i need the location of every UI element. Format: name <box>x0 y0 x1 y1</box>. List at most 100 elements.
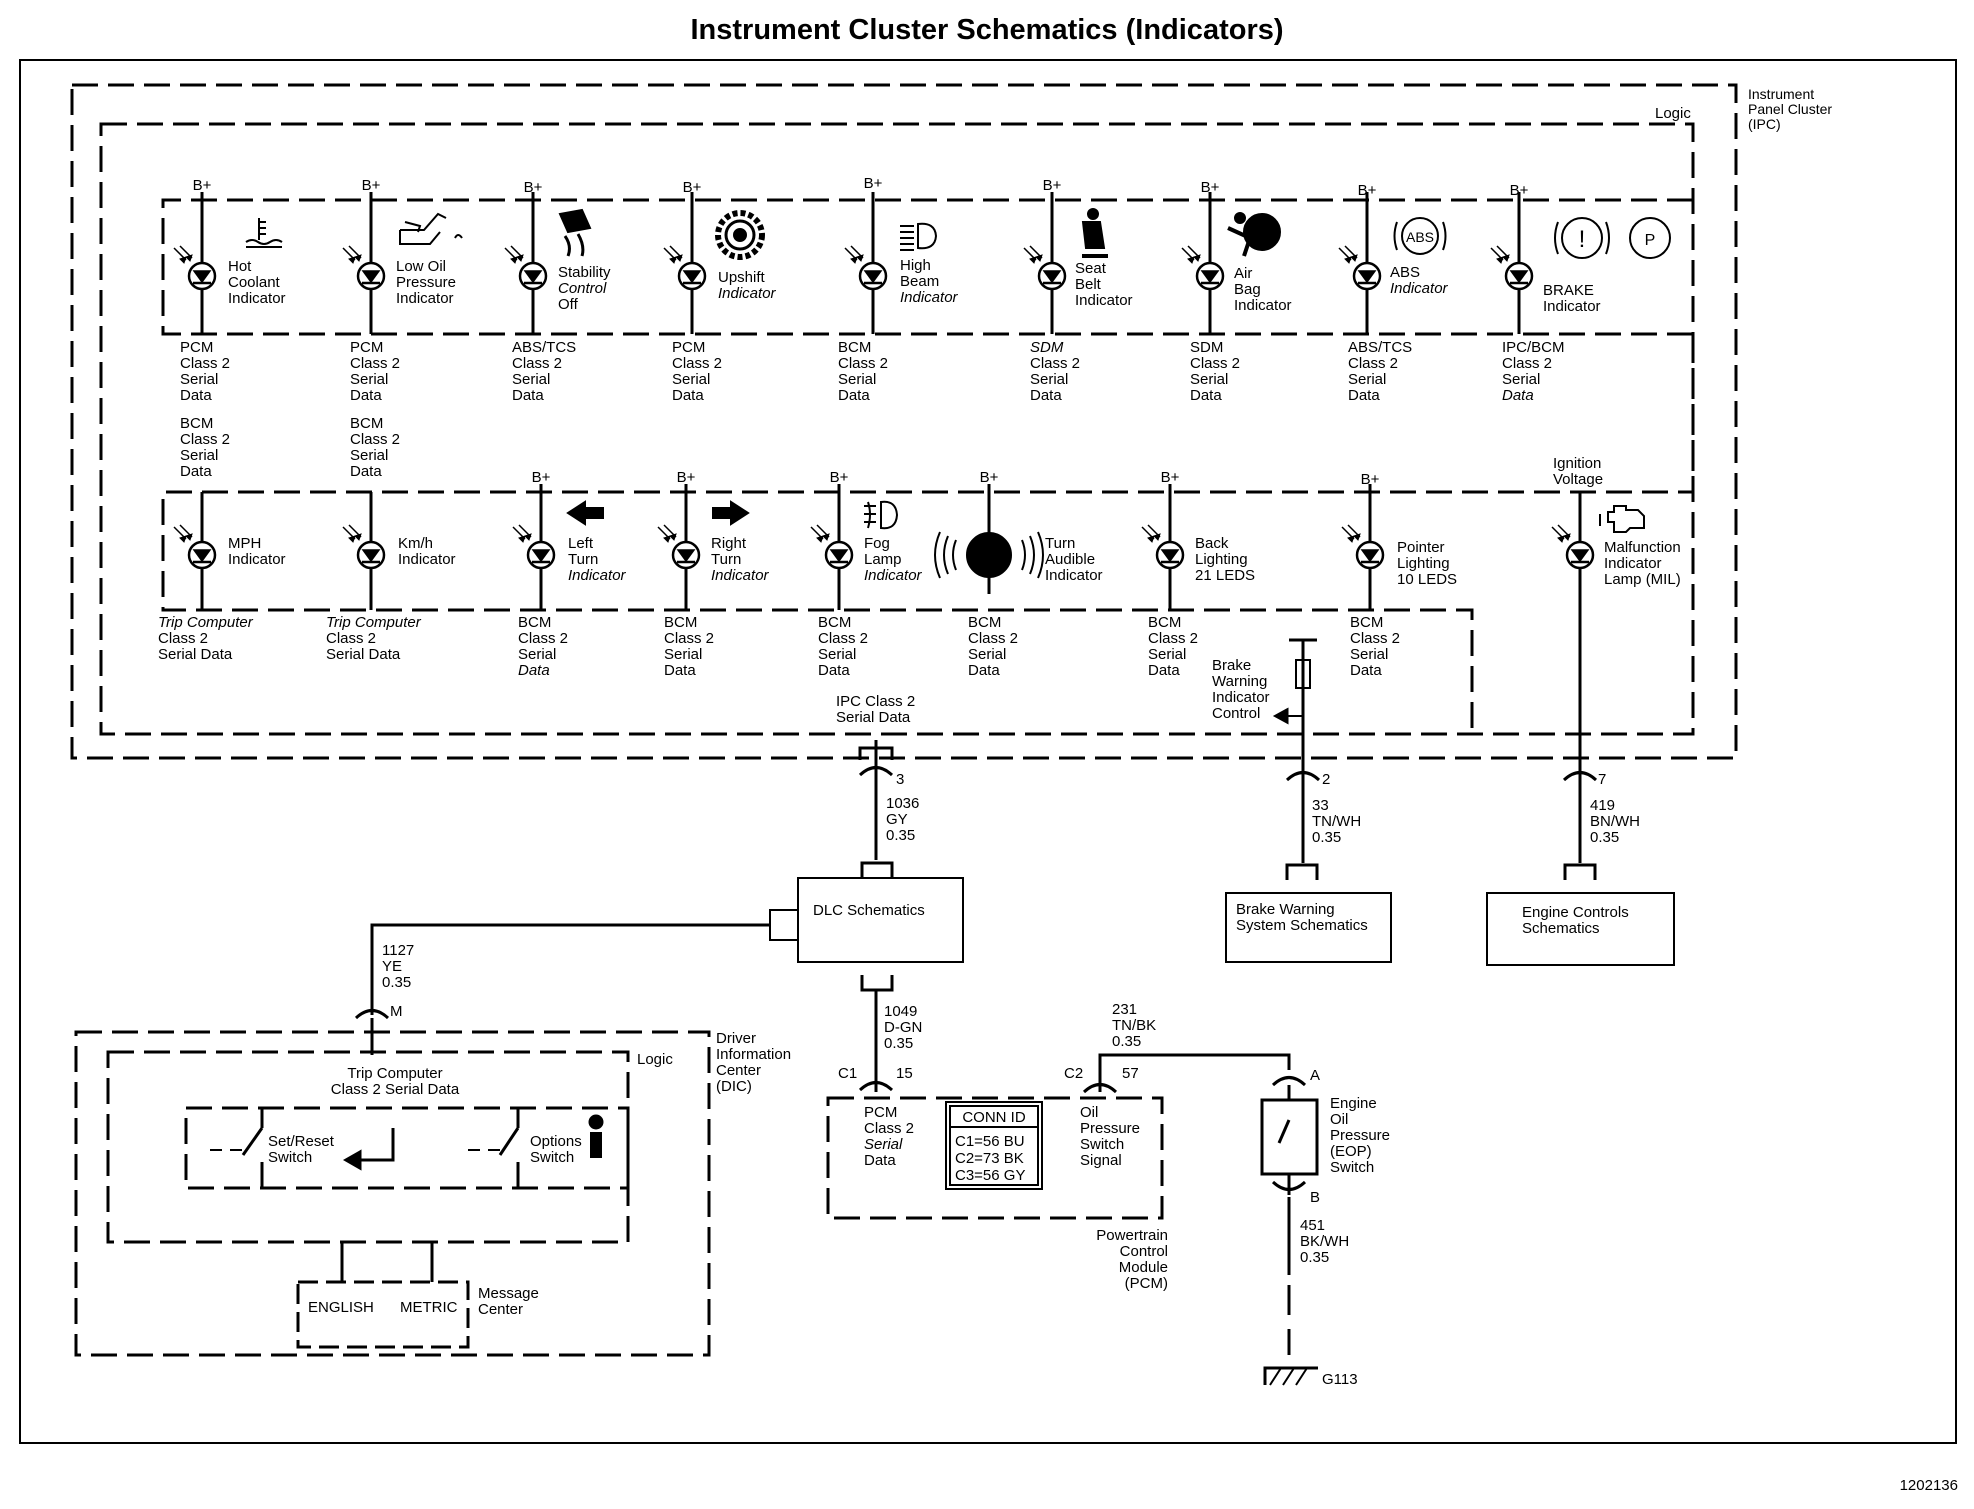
indicator-source-1-line-3: Serial <box>180 371 218 388</box>
indicator-source-7-line-3: Serial <box>1190 371 1228 388</box>
indicator2-source-5-line-3: Serial <box>818 646 856 663</box>
b-plus-row1-9: B+ <box>1510 182 1529 199</box>
ipc-label-line-2: Panel Cluster <box>1748 101 1832 117</box>
indicator-source-5-line-1: BCM <box>838 339 871 356</box>
indicator-source-2-line-3: Serial <box>350 371 388 388</box>
skidding-car-icon <box>558 208 592 257</box>
indicator-name-3-line-1: Stability <box>558 264 611 281</box>
coolant-temperature-icon <box>245 218 283 248</box>
circuit-231-line-1: 231 <box>1112 1001 1137 1018</box>
engine-ref-label-line-1: Engine Controls <box>1522 904 1629 921</box>
indicator2-source-4-line-4: Data <box>664 662 696 679</box>
abs-icon: ABS <box>1393 217 1447 255</box>
b-plus-row2-7: B+ <box>1161 469 1180 486</box>
engine-ref-label-line-2: Schematics <box>1522 920 1600 937</box>
indicator2-source-4-line-1: BCM <box>664 614 697 631</box>
pin-wB: B <box>1310 1189 1320 1206</box>
indicator2-name-9-line-2: Indicator <box>1604 555 1662 572</box>
indicator-name-9-line-2: Indicator <box>1543 298 1601 315</box>
indicator-row2-outline <box>161 337 1695 733</box>
led-air-bag-row1 <box>1181 245 1225 291</box>
circuit-1127-line-3: 0.35 <box>382 974 411 991</box>
indicator-source-1-line-4: Data <box>180 387 212 404</box>
indicator-source-3-line-3: Serial <box>512 371 550 388</box>
circuit-1049-line-2: D-GN <box>884 1019 922 1036</box>
indicator-source-3-line-4: Data <box>512 387 544 404</box>
brake-ref-label-line-1: Brake Warning <box>1236 901 1335 918</box>
conn-id-values-line-2: C2=73 BK <box>955 1150 1024 1167</box>
circuit-1127-line-2: YE <box>382 958 402 975</box>
set-reset-switch-label-line-2: Switch <box>268 1149 312 1166</box>
indicator-source-2-line-4: Data <box>350 387 382 404</box>
conn-w57: C2 <box>1064 1065 1083 1082</box>
indicator-name-2-line-1: Low Oil <box>396 258 446 275</box>
indicator-source-9-line-1: IPC/BCM <box>1502 339 1565 356</box>
led-row2-4 <box>657 524 701 570</box>
indicator-name-5-line-2: Beam <box>900 273 939 290</box>
indicator-source-5-line-4: Data <box>838 387 870 404</box>
indicator2-name-5-line-2: Lamp <box>864 551 902 568</box>
circuit-33-line-3: 0.35 <box>1312 829 1341 846</box>
indicator2-source-2-line-3: Serial Data <box>326 646 401 663</box>
indicator-source-3-line-1: ABS/TCS <box>512 339 576 356</box>
indicator2-source-1-line-3: Serial Data <box>158 646 233 663</box>
indicator2-source-6-line-4: Data <box>968 662 1000 679</box>
led-seat-belt-row1 <box>1023 245 1067 291</box>
circuit-1036-line-2: GY <box>886 811 908 828</box>
indicator-source-8-line-4: Data <box>1348 387 1380 404</box>
indicator-row1-outline <box>161 198 1693 336</box>
b-plus-row2-8: B+ <box>1361 471 1380 488</box>
indicator2-name-1-line-1: MPH <box>228 535 261 552</box>
indicator-name-1-line-2: Coolant <box>228 274 281 291</box>
metric-label: METRIC <box>400 1299 458 1316</box>
indicator-source-b-2-line-1: BCM <box>350 415 383 432</box>
indicator-source-b-2-line-3: Serial <box>350 447 388 464</box>
pin-w57: 57 <box>1122 1065 1139 1082</box>
circuit-451-line-3: 0.35 <box>1300 1249 1329 1266</box>
indicator-name-7-line-2: Bag <box>1234 281 1261 298</box>
b-plus-row1-6: B+ <box>1043 177 1062 194</box>
led-coolant-temperature-row1 <box>173 245 217 291</box>
oil-pressure-signal-label-line-2: Pressure <box>1080 1120 1140 1137</box>
indicator2-source-8-line-2: Class 2 <box>1350 630 1400 647</box>
led-brake-row1 <box>1490 245 1534 291</box>
indicator-source-b-1-line-1: BCM <box>180 415 213 432</box>
indicator-source-2-line-2: Class 2 <box>350 355 400 372</box>
oil-can-icon <box>399 212 463 245</box>
options-switch-label-line-1: Options <box>530 1133 582 1150</box>
indicator2-name-2-line-1: Km/h <box>398 535 433 552</box>
indicator2-name-8-line-2: Lighting <box>1397 555 1450 572</box>
indicator-source-7-line-4: Data <box>1190 387 1222 404</box>
led-row2-2 <box>342 524 386 570</box>
b-plus-row1-7: B+ <box>1201 179 1220 196</box>
b-plus-row1-2: B+ <box>362 177 381 194</box>
indicator-name-7-line-1: Air <box>1234 265 1252 282</box>
indicator-source-2-line-1: PCM <box>350 339 383 356</box>
ignition-voltage-label-line-1: Ignition <box>1553 455 1601 472</box>
indicator-source-8-line-1: ABS/TCS <box>1348 339 1412 356</box>
circuit-1049-line-3: 0.35 <box>884 1035 913 1052</box>
page-frame <box>19 59 1957 1444</box>
left-arrow-icon <box>566 500 604 526</box>
conn-id-values-line-1: C1=56 BU <box>955 1133 1025 1150</box>
led-skidding-car-row1 <box>504 245 548 291</box>
indicator2-source-3-line-1: BCM <box>518 614 551 631</box>
led-row2-1 <box>173 524 217 570</box>
indicator2-source-8-line-4: Data <box>1350 662 1382 679</box>
indicator2-source-3-line-4: Data <box>518 662 550 679</box>
led-row2-5 <box>810 524 854 570</box>
led-row2-9 <box>1551 524 1595 570</box>
circuit-1049-line-1: 1049 <box>884 1003 917 1020</box>
indicator2-name-4-line-2: Turn <box>711 551 741 568</box>
b-plus-row1-1: B+ <box>193 177 212 194</box>
eop-switch-label-line-3: Pressure <box>1330 1127 1390 1144</box>
ground-label: G113 <box>1322 1371 1358 1388</box>
indicator2-name-3-line-1: Left <box>568 535 594 552</box>
pcm-label-line-3: Module <box>1119 1259 1168 1276</box>
indicator2-name-7-line-1: Back <box>1195 535 1229 552</box>
info-icon <box>588 1114 604 1158</box>
indicator2-source-8-line-3: Serial <box>1350 646 1388 663</box>
circuit-1036-line-3: 0.35 <box>886 827 915 844</box>
pin-wA: A <box>1310 1067 1320 1084</box>
indicator2-source-1-line-1: Trip Computer <box>158 614 254 631</box>
